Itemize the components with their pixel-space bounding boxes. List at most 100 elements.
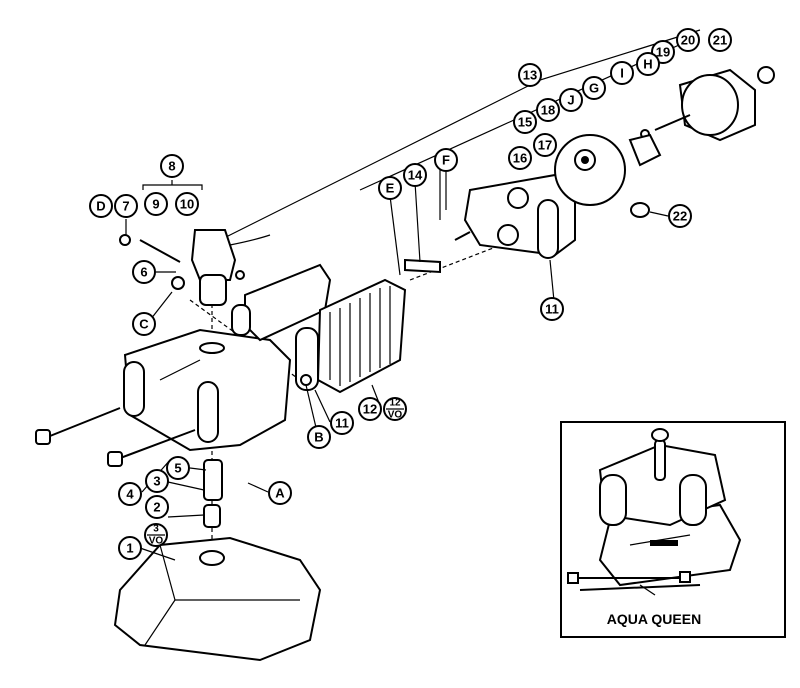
callout-label: D bbox=[96, 199, 105, 214]
callout-circle bbox=[118, 536, 142, 560]
callout-circle bbox=[160, 154, 184, 178]
callout-6: 6 bbox=[132, 260, 156, 284]
callout-label: E bbox=[386, 181, 395, 196]
callout-circle bbox=[668, 204, 692, 228]
callout-label: G bbox=[589, 81, 599, 96]
callout-circle bbox=[144, 192, 168, 216]
callout-14: 14 bbox=[403, 163, 427, 187]
inset-caption: AQUA QUEEN bbox=[607, 611, 701, 627]
callout-label: 8 bbox=[168, 159, 175, 174]
callout-h: H bbox=[636, 52, 660, 76]
callout-label: 22 bbox=[673, 209, 687, 224]
callout-circle bbox=[118, 482, 142, 506]
callout-label: 2 bbox=[153, 500, 160, 515]
fraction-denominator: VO bbox=[388, 410, 403, 421]
callout-7: 7 bbox=[114, 194, 138, 218]
callout-label: 21 bbox=[713, 33, 727, 48]
shaft-sleeve bbox=[203, 459, 223, 528]
callout-circle bbox=[559, 88, 583, 112]
callout-label: A bbox=[275, 486, 285, 501]
callout-15: 15 bbox=[513, 110, 537, 134]
callout-circle bbox=[145, 495, 169, 519]
callout-circle bbox=[610, 61, 634, 85]
callout-label: H bbox=[643, 57, 652, 72]
callout-4: 4 bbox=[118, 482, 142, 506]
bottom-housing bbox=[113, 536, 322, 662]
callout-circle bbox=[434, 148, 458, 172]
callout-18: 18 bbox=[536, 98, 560, 122]
callout-circle bbox=[307, 425, 331, 449]
callout-d: D bbox=[89, 194, 113, 218]
fraction-numerator: 12 bbox=[389, 398, 401, 409]
callout-circle bbox=[513, 110, 537, 134]
callout-circle bbox=[358, 397, 382, 421]
callout-label: 13 bbox=[523, 68, 537, 83]
callout-circle bbox=[166, 456, 190, 480]
callout-label: F bbox=[442, 153, 450, 168]
callout-17: 17 bbox=[533, 133, 557, 157]
callout-b: B bbox=[307, 425, 331, 449]
callout-label: 4 bbox=[126, 487, 134, 502]
callout-11: 11 bbox=[540, 297, 564, 321]
callout-circle bbox=[708, 28, 732, 52]
callout-2: 2 bbox=[145, 495, 169, 519]
callout-circle bbox=[676, 28, 700, 52]
callout-label: 19 bbox=[656, 45, 670, 60]
callout-j: J bbox=[559, 88, 583, 112]
callout-22: 22 bbox=[668, 204, 692, 228]
callout-circle bbox=[89, 194, 113, 218]
callout-12: 12 bbox=[358, 397, 382, 421]
side-plate bbox=[231, 263, 332, 342]
inset-cleaner-illustration bbox=[567, 428, 742, 596]
callout-circle bbox=[268, 481, 292, 505]
motor-cover bbox=[123, 328, 292, 452]
mount-bracket bbox=[404, 258, 441, 274]
callout-9: 9 bbox=[144, 192, 168, 216]
callout-label: 9 bbox=[152, 197, 159, 212]
callout-16: 16 bbox=[508, 146, 532, 170]
callout-circle bbox=[508, 146, 532, 170]
callout-circle bbox=[518, 63, 542, 87]
callout-label: 17 bbox=[538, 138, 552, 153]
callout-label: 20 bbox=[681, 33, 695, 48]
callout-circle bbox=[132, 260, 156, 284]
callout-label: 14 bbox=[408, 168, 423, 183]
callout-label: 10 bbox=[180, 197, 194, 212]
callout-circle bbox=[403, 163, 427, 187]
fraction-callout-part-1: 3 VO bbox=[144, 523, 168, 547]
callout-10: 10 bbox=[175, 192, 199, 216]
callout-21: 21 bbox=[708, 28, 732, 52]
callout-8: 8 bbox=[160, 154, 184, 178]
inset-panel: AQUA QUEEN bbox=[560, 421, 786, 638]
callout-label: I bbox=[620, 66, 624, 81]
callout-label: B bbox=[314, 430, 323, 445]
callout-circle bbox=[330, 411, 354, 435]
fraction-numerator: 3 bbox=[153, 524, 159, 535]
callout-label: 18 bbox=[541, 103, 555, 118]
callout-label: 7 bbox=[122, 199, 129, 214]
callout-circle bbox=[132, 312, 156, 336]
callout-label: 12 bbox=[363, 402, 377, 417]
callout-e: E bbox=[378, 176, 402, 200]
callout-label: 15 bbox=[518, 115, 532, 130]
callout-13: 13 bbox=[518, 63, 542, 87]
small-cap bbox=[630, 202, 650, 218]
callout-g: G bbox=[582, 76, 606, 100]
rear-plate bbox=[454, 173, 576, 259]
callout-circle bbox=[114, 194, 138, 218]
fraction-callout-part-12: 12 VO bbox=[383, 397, 407, 421]
callout-a: A bbox=[268, 481, 292, 505]
callout-c: C bbox=[132, 312, 156, 336]
callout-f: F bbox=[434, 148, 458, 172]
callout-circle bbox=[636, 52, 660, 76]
callout-20: 20 bbox=[676, 28, 700, 52]
fraction-denominator: VO bbox=[149, 536, 164, 547]
impeller-housing bbox=[554, 134, 626, 206]
callout-3: 3 bbox=[145, 469, 169, 493]
callout-label: C bbox=[139, 317, 149, 332]
callout-1: 1 bbox=[118, 536, 142, 560]
callout-circle bbox=[540, 297, 564, 321]
callout-label: 6 bbox=[140, 265, 147, 280]
callout-circle bbox=[582, 76, 606, 100]
